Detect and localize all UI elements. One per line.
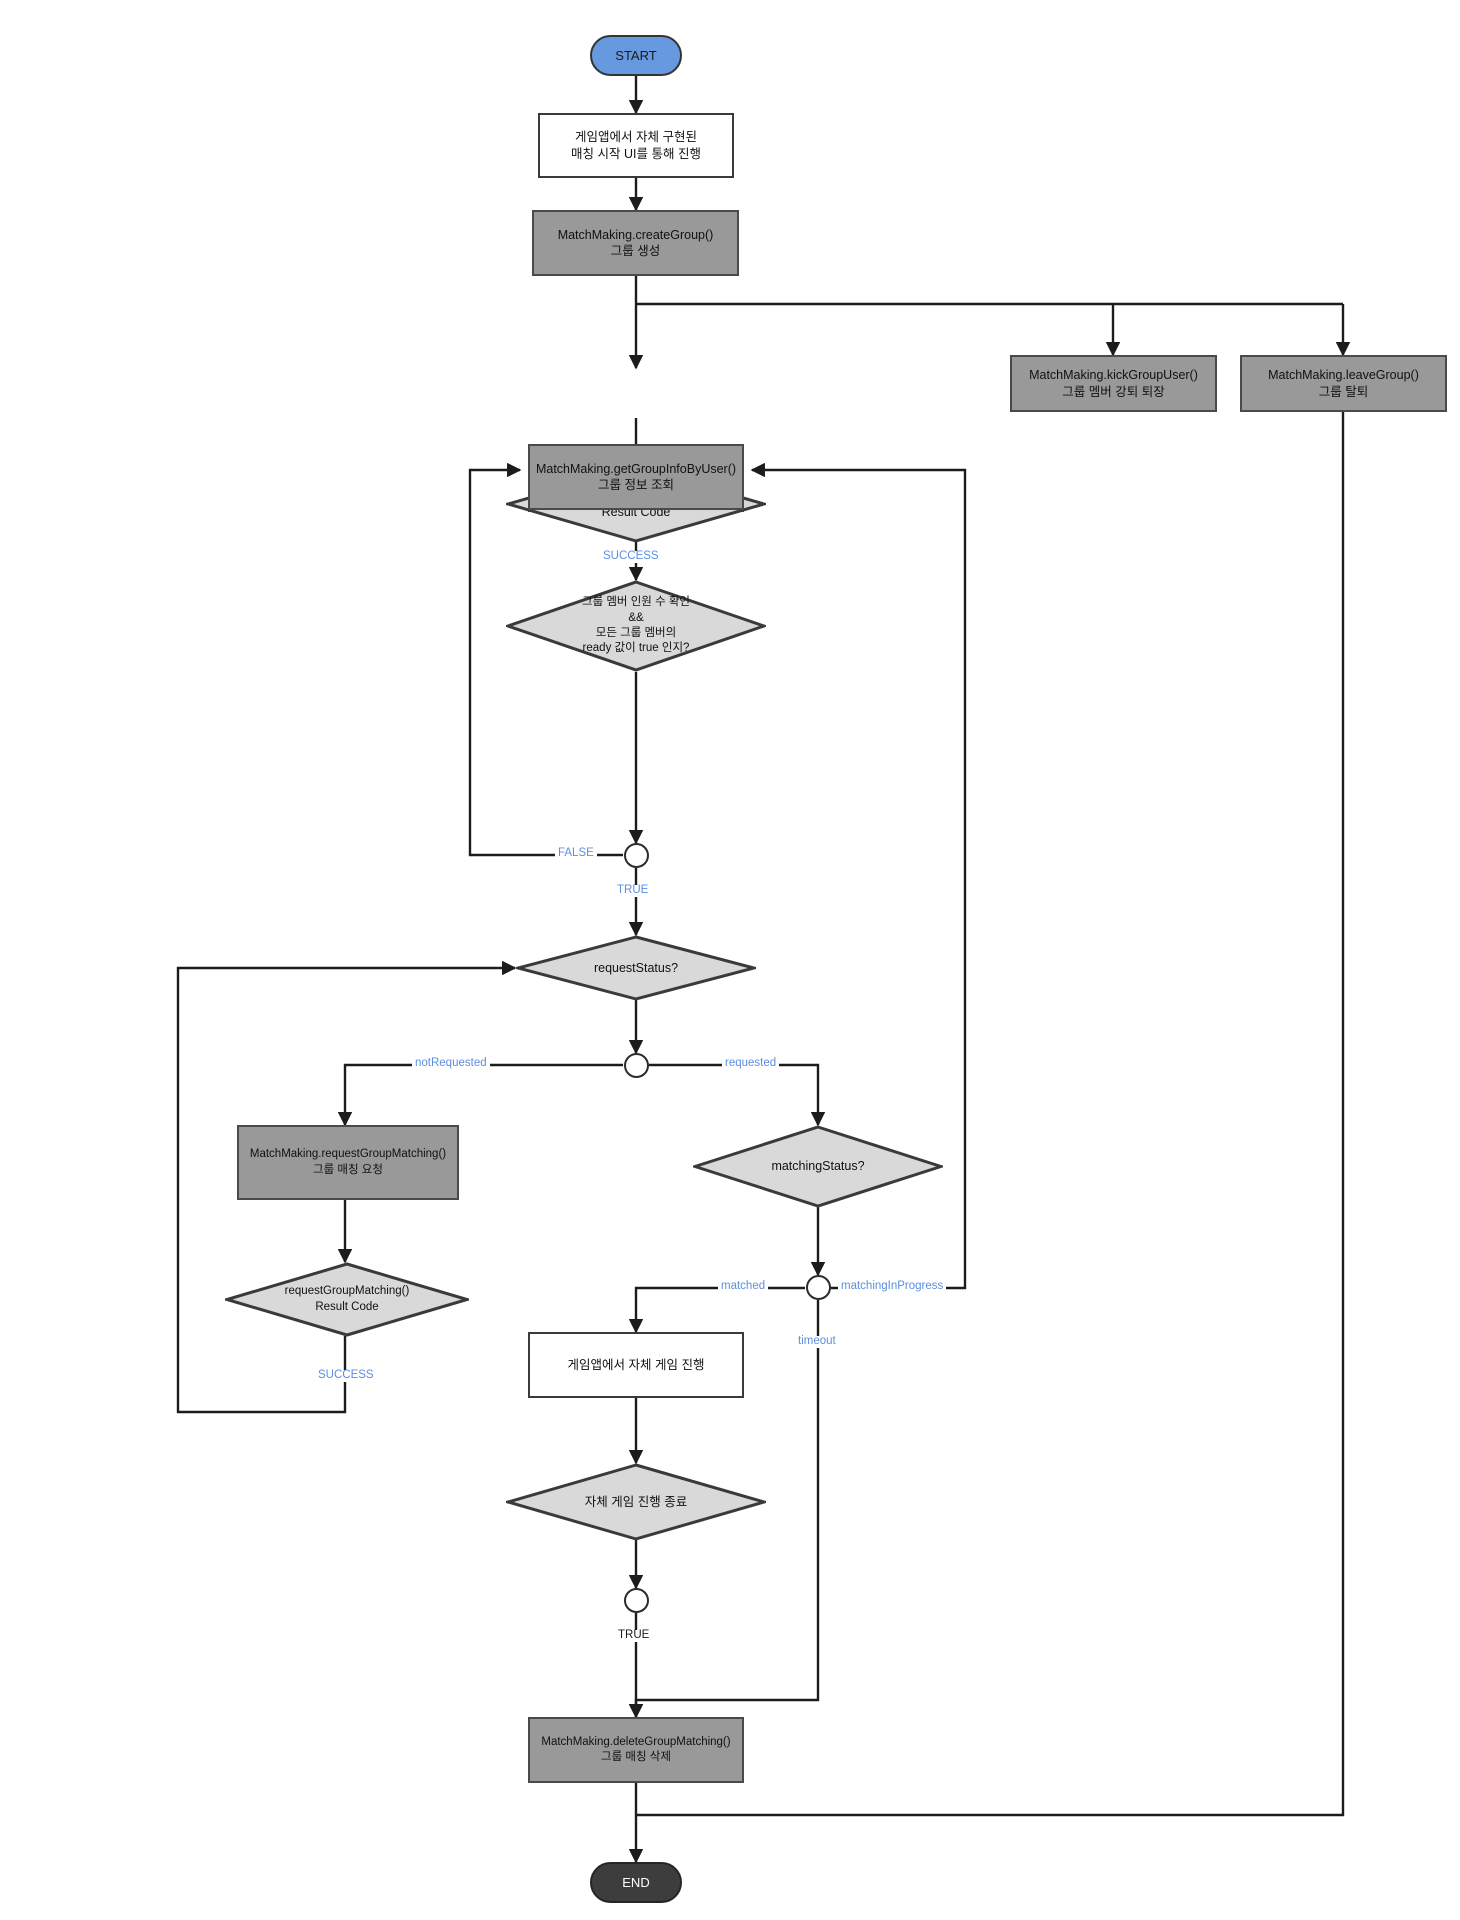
node-game-ui-label: 게임앱에서 자체 구현된 매칭 시작 UI를 통해 진행 <box>571 130 701 161</box>
junction-request-status[interactable] <box>624 1053 649 1078</box>
edge-label-timeout: timeout <box>795 1335 839 1348</box>
node-request-matching-result-label: requestGroupMatching() Result Code <box>284 1285 410 1313</box>
node-request-group-matching-label: MatchMaking.requestGroupMatching() 그룹 매칭… <box>249 1148 447 1176</box>
edge-label-success-1: SUCCESS <box>600 550 662 563</box>
edge-label-true-2: TRUE <box>615 1629 653 1642</box>
node-leave-group[interactable]: MatchMaking.leaveGroup() 그룹 탈퇴 <box>1240 355 1447 412</box>
node-game-ui[interactable]: 게임앱에서 자체 구현된 매칭 시작 UI를 통해 진행 <box>538 113 734 178</box>
node-end[interactable]: END <box>590 1862 682 1903</box>
node-kick-group-user-label: MatchMaking.kickGroupUser() 그룹 멤버 강퇴 퇴장 <box>1029 368 1198 399</box>
junction-ready-check[interactable] <box>624 843 649 868</box>
junction-matching-status[interactable] <box>806 1275 831 1300</box>
node-delete-group-matching-label: MatchMaking.deleteGroupMatching() 그룹 매칭 … <box>541 1735 731 1763</box>
node-play-game[interactable]: 게임앱에서 자체 게임 진행 <box>528 1332 744 1398</box>
node-kick-group-user[interactable]: MatchMaking.kickGroupUser() 그룹 멤버 강퇴 퇴장 <box>1010 355 1217 412</box>
edge-label-true-1: TRUE <box>614 884 652 897</box>
node-create-group-label: MatchMaking.createGroup() 그룹 생성 <box>557 227 714 259</box>
node-start[interactable]: START <box>590 35 682 76</box>
junction-game-end[interactable] <box>624 1588 649 1613</box>
edge-label-requested: requested <box>722 1057 780 1070</box>
node-request-group-matching[interactable]: MatchMaking.requestGroupMatching() 그룹 매칭… <box>237 1125 459 1200</box>
node-end-label: END <box>622 1874 650 1890</box>
node-game-end[interactable]: 자체 게임 진행 종료 <box>506 1463 766 1541</box>
node-get-group-info-label: MatchMaking.getGroupInfoByUser() 그룹 정보 조… <box>535 461 737 493</box>
node-create-group[interactable]: MatchMaking.createGroup() 그룹 생성 <box>532 210 739 276</box>
edge-label-matched: matched <box>718 1280 769 1293</box>
node-get-group-info-box[interactable]: MatchMaking.getGroupInfoByUser() 그룹 정보 조… <box>528 444 744 510</box>
node-matching-status-label: matchingStatus? <box>771 1159 865 1174</box>
node-start-label: START <box>615 47 657 63</box>
node-matching-status[interactable]: matchingStatus? <box>693 1125 943 1208</box>
edge-label-not-requested: notRequested <box>412 1057 490 1070</box>
node-leave-group-label: MatchMaking.leaveGroup() 그룹 탈퇴 <box>1268 368 1419 399</box>
node-request-matching-result[interactable]: requestGroupMatching() Result Code <box>225 1262 469 1337</box>
node-request-status[interactable]: requestStatus? <box>516 935 756 1001</box>
edge-label-success-2: SUCCESS <box>315 1369 377 1382</box>
node-play-game-label: 게임앱에서 자체 게임 진행 <box>567 1357 705 1372</box>
node-member-ready-check[interactable]: 그룹 멤버 인원 수 확인 && 모든 그룹 멤버의 ready 값이 true… <box>506 580 766 672</box>
edge-label-false-1: FALSE <box>555 847 597 860</box>
node-request-status-label: requestStatus? <box>593 960 679 975</box>
node-delete-group-matching[interactable]: MatchMaking.deleteGroupMatching() 그룹 매칭 … <box>528 1717 744 1783</box>
edge-label-matching-in-progress: matchingInProgress <box>838 1280 947 1293</box>
node-game-end-label: 자체 게임 진행 종료 <box>584 1494 688 1509</box>
node-member-ready-check-label: 그룹 멤버 인원 수 확인 && 모든 그룹 멤버의 ready 값이 true… <box>582 596 690 655</box>
